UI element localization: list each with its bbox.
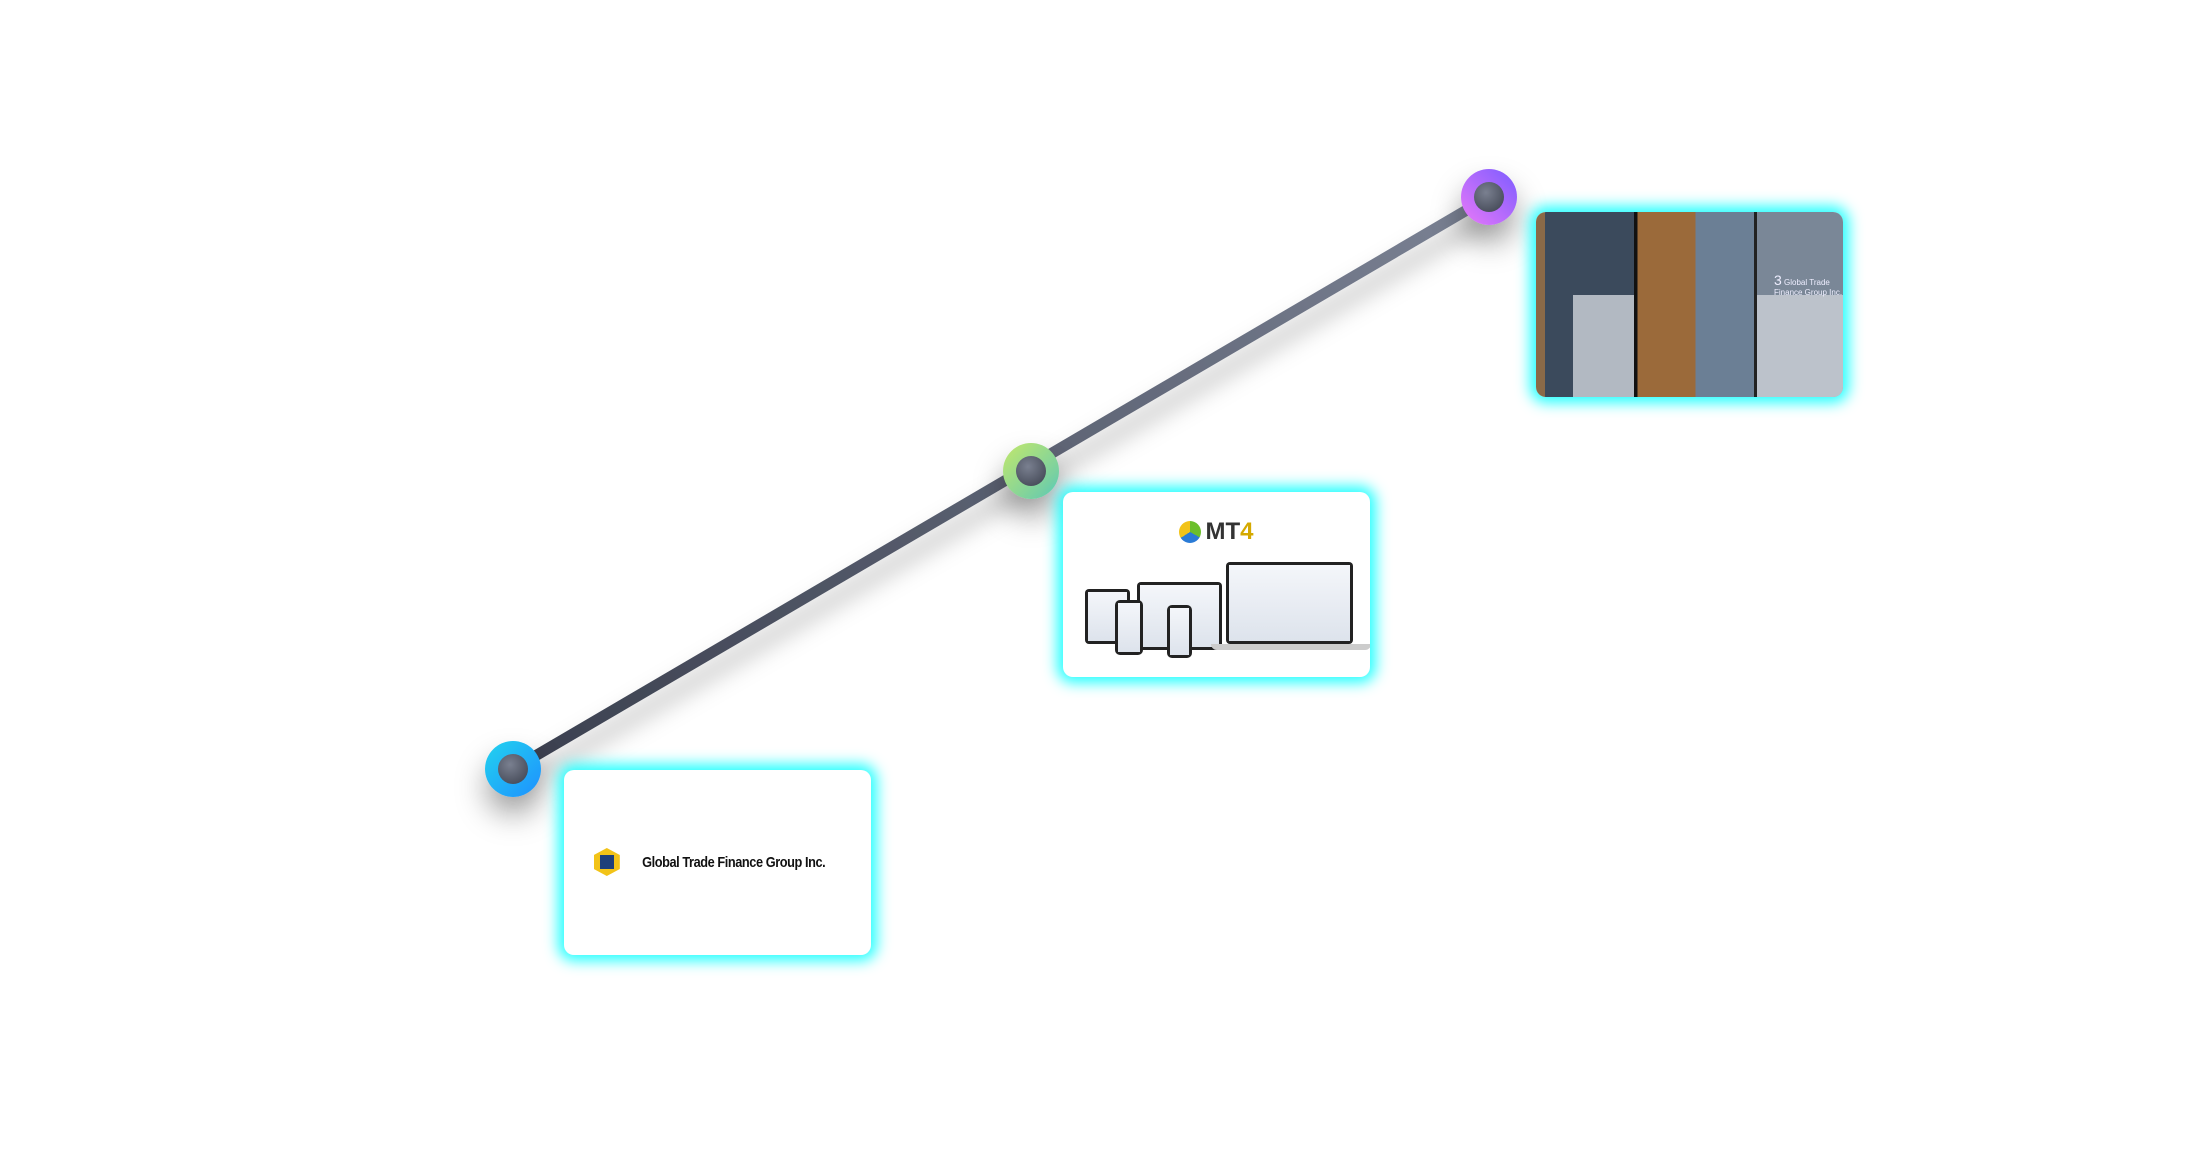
mt4-icon	[1179, 521, 1202, 543]
timeline-node-1[interactable]	[485, 741, 541, 797]
timeline-node-2[interactable]	[1003, 443, 1059, 499]
company-logo: Global Trade Finance Group Inc.	[564, 848, 871, 876]
office-photo-card[interactable]: 3 Global Trade Finance Group Inc.	[1536, 212, 1843, 397]
company-logo-card[interactable]: Global Trade Finance Group Inc.	[564, 770, 871, 955]
mt4-logo: MT4	[1063, 518, 1370, 546]
office-photo: 3 Global Trade Finance Group Inc.	[1536, 212, 1843, 397]
mt4-platform-card[interactable]: MT4	[1063, 492, 1370, 677]
timeline-node-3[interactable]	[1461, 169, 1517, 225]
mt4-title: MT4	[1205, 518, 1254, 545]
timeline-segment	[510, 192, 1492, 774]
company-name: Global Trade Finance Group Inc.	[641, 853, 826, 871]
hexagon-logo-icon	[593, 848, 620, 876]
office-sign: 3 Global Trade Finance Group Inc.	[1774, 272, 1843, 297]
